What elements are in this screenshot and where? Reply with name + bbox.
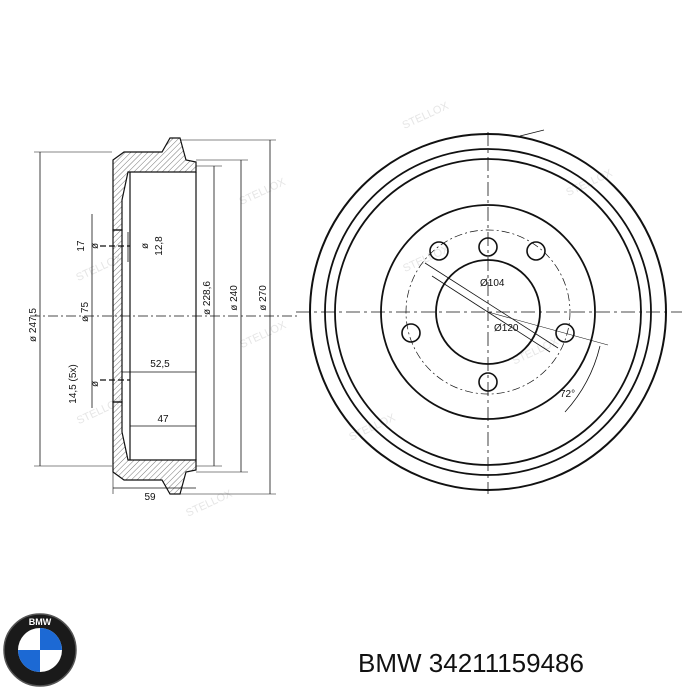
dim-label-14-5-sym: ø: [90, 381, 101, 387]
dim-label-52-5: 52,5: [150, 359, 170, 370]
dim-leader-104: [431, 275, 551, 353]
dim-arrow: [519, 129, 545, 137]
dim-label-14-5: 14,5 (5x): [68, 364, 79, 403]
watermark-text: STELLOX: [237, 176, 288, 208]
dim-leader-120: [424, 262, 559, 349]
dim-label-228-6: ø 228,6: [202, 281, 213, 315]
front-view-labels: Ø104 Ø120 72°: [480, 278, 575, 400]
bolt-hole: [478, 372, 498, 392]
dim-leader-angle: [487, 311, 609, 346]
bolt-hole: [478, 237, 498, 257]
watermark-text: STELLOX: [238, 319, 289, 351]
side-view: [30, 137, 300, 495]
bolt-hole: [526, 241, 546, 261]
dim-label-240: ø 240: [229, 285, 240, 311]
dim-label-12-8: 12,8: [154, 236, 165, 256]
dim-label-17: 17: [76, 240, 87, 252]
side-view-labels: ø 247,5 ø 75 17 ø 12,8 ø 14,5 (5x) ø ø 2…: [28, 236, 269, 503]
part-caption: BMW 34211159486: [358, 648, 584, 679]
part-number: 34211159486: [428, 648, 584, 678]
bolt-hole: [555, 323, 575, 343]
bolt-hole: [429, 241, 449, 261]
dim-label-75: ø 75: [80, 302, 91, 322]
drum-section-bottom: [112, 401, 197, 495]
dim-arc-72: [564, 345, 601, 413]
front-view: [296, 129, 682, 494]
dim-label-12-8-sym: ø: [140, 243, 151, 249]
dim-label-59: 59: [144, 492, 156, 503]
bmw-logo-letters: BMW: [29, 617, 52, 627]
dim-label-104: Ø104: [480, 278, 505, 289]
brand-name: BMW: [358, 648, 422, 678]
dim-label-17-sym: ø: [90, 243, 101, 249]
dim-label-247-5: ø 247,5: [28, 308, 39, 342]
watermark-text: STELLOX: [401, 100, 452, 132]
bmw-logo: BMW: [3, 613, 77, 687]
watermark-text: STELLOX: [184, 488, 235, 520]
dim-label-120: Ø120: [494, 323, 519, 334]
dim-label-270: ø 270: [258, 285, 269, 311]
drum-section-top: [112, 137, 197, 231]
bolt-hole: [401, 323, 421, 343]
dim-label-47: 47: [157, 414, 169, 425]
dim-label-72: 72°: [560, 389, 575, 400]
watermark-text: STELLOX: [511, 335, 562, 367]
